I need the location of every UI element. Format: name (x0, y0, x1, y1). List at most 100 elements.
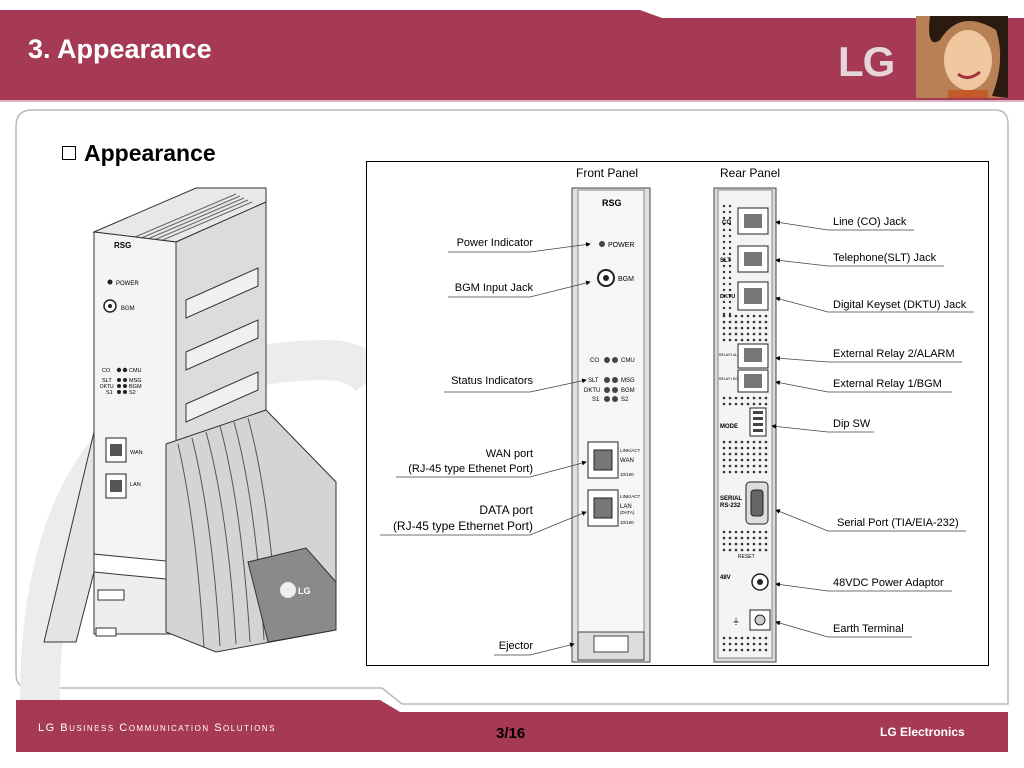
vent-dot (734, 648, 738, 652)
status-indicators-label: Status Indicators (451, 375, 533, 387)
vent-dot (758, 320, 762, 324)
section-heading: Appearance (62, 140, 216, 167)
relay2-alarm-label: External Relay 2/ALARM (833, 348, 955, 360)
device-bgm2-text: BGM (129, 384, 142, 390)
vent-dot (764, 332, 768, 336)
vent-dot (722, 314, 726, 318)
vent-dot (740, 332, 744, 336)
vent-dot (764, 536, 768, 540)
vent-dot (740, 548, 744, 552)
front-panel-title: Front Panel (576, 166, 639, 180)
vent-dot (722, 312, 726, 316)
vent-dot (728, 464, 732, 468)
vent-dot (722, 536, 726, 540)
vent-dot (752, 338, 756, 342)
vent-dot (728, 440, 732, 444)
rear-panel-drawing: CO SLT DKTU RELAY2 ALARM RELAY1 BGM MODE… (713, 187, 777, 663)
vent-dot (734, 636, 738, 640)
vent-dot (764, 642, 768, 646)
vent-dot (728, 338, 732, 342)
vent-dot (734, 332, 738, 336)
vent-dot (728, 326, 732, 330)
vent-dot (728, 228, 732, 232)
vent-dot (752, 314, 756, 318)
vent-dot (764, 440, 768, 444)
front-wan-text: WAN (620, 458, 634, 464)
vent-dot (728, 446, 732, 450)
vent-dot (728, 458, 732, 462)
power-indicator-label: Power Indicator (456, 237, 533, 249)
vent-dot (728, 314, 732, 318)
vent-dot (728, 530, 732, 534)
front-msg-text: MSG (621, 378, 635, 384)
vent-dot (722, 648, 726, 652)
vent-dot (740, 326, 744, 330)
vent-dot (758, 464, 762, 468)
vent-dot (740, 464, 744, 468)
vent-dot (722, 258, 726, 262)
page-title: 3. Appearance (28, 34, 212, 64)
vent-dot (734, 320, 738, 324)
vent-dot (764, 530, 768, 534)
vent-dot (752, 542, 756, 546)
vent-dot (764, 320, 768, 324)
device-s2-text: S2 (129, 390, 136, 396)
vent-dot (758, 326, 762, 330)
vent-dot (728, 222, 732, 226)
vent-dot (746, 396, 750, 400)
vent-dot (746, 332, 750, 336)
rear-reset-text: RESET (738, 554, 755, 560)
vent-dot (752, 458, 756, 462)
vent-dot (764, 470, 768, 474)
front-panel-drawing: RSG POWER BGM CO CMU SLT MSG DKTU BGM S1… (571, 187, 651, 663)
vent-dot (734, 548, 738, 552)
front-wan-speed: 10/100 (620, 472, 634, 477)
vent-dot (752, 642, 756, 646)
vent-dot (722, 228, 726, 232)
vent-dot (722, 210, 726, 214)
dip-sw-label: Dip SW (833, 418, 871, 430)
device-slt-text: SLT (102, 378, 112, 384)
vent-dot (752, 636, 756, 640)
power-adaptor-label: 48VDC Power Adaptor (833, 577, 944, 589)
wan-port-sub-label: (RJ-45 type Ethenet Port) (408, 463, 533, 475)
vent-dot (752, 648, 756, 652)
device-wan-text: WAN (130, 450, 143, 456)
vent-dot (752, 464, 756, 468)
vent-dot (734, 464, 738, 468)
vent-dot (746, 636, 750, 640)
vent-dot (758, 440, 762, 444)
telephone-slt-jack-label: Telephone(SLT) Jack (833, 252, 937, 264)
front-lan-linkact: LINK/ACT (620, 494, 641, 499)
vent-dot (734, 642, 738, 646)
front-dktu-text: DKTU (584, 388, 600, 394)
header-band (0, 10, 1024, 102)
vent-dot (728, 264, 732, 268)
vent-dot (728, 246, 732, 250)
vent-dot (722, 276, 726, 280)
vent-dot (722, 294, 726, 298)
vent-dot (728, 648, 732, 652)
vent-dot (740, 446, 744, 450)
vent-dot (764, 326, 768, 330)
vent-dot (764, 542, 768, 546)
vent-dot (746, 464, 750, 468)
vent-dot (734, 396, 738, 400)
vent-dot (758, 314, 762, 318)
device-msg-text: MSG (129, 378, 142, 384)
wan-port-label: WAN port (485, 448, 533, 460)
checkbox-bullet-icon (62, 146, 76, 160)
device-label: RSG (114, 241, 131, 250)
vent-dot (722, 216, 726, 220)
vent-dot (722, 332, 726, 336)
vent-dot (758, 542, 762, 546)
vent-dot (734, 326, 738, 330)
vent-dot (746, 446, 750, 450)
front-cmu-text: CMU (621, 358, 635, 364)
vent-dot (728, 312, 732, 316)
vent-dot (722, 288, 726, 292)
rear-48v-text: 48V (720, 575, 731, 581)
front-lan-data: (DATA) (620, 510, 635, 515)
vent-dot (728, 470, 732, 474)
vent-dot (722, 234, 726, 238)
